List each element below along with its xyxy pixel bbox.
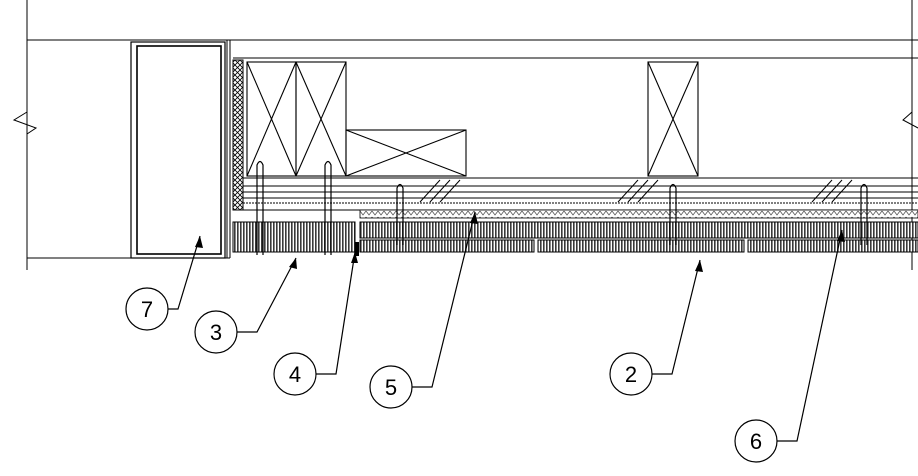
callout-6-label: 6: [750, 429, 762, 454]
fixing-screws: [256, 160, 868, 255]
callout-2-label: 2: [625, 362, 637, 387]
callout-4-bubble: [273, 352, 317, 396]
callout-5-label: 5: [385, 375, 397, 400]
callout-bubbles: [125, 287, 778, 463]
layer-break-marks: [419, 179, 853, 203]
timber-joists: [246, 61, 699, 177]
leader-lines: [168, 211, 843, 442]
ceiling-boards: [232, 221, 918, 253]
steel-column: [130, 40, 231, 259]
callout-2-bubble: [609, 352, 653, 396]
callout-4-label: 4: [289, 362, 301, 387]
leader-arrowheads: [195, 212, 845, 272]
callout-6-bubble: [734, 419, 778, 463]
callout-7-label: 7: [141, 297, 153, 322]
resilient-layer: [359, 209, 918, 219]
sealant-bead: [355, 242, 359, 256]
wall-insulation-strip: [232, 59, 244, 211]
ceiling-layers: [233, 57, 918, 211]
callout-7-bubble: [125, 287, 169, 331]
callout-3-label: 3: [210, 320, 222, 345]
callout-3-bubble: [194, 310, 238, 354]
callout-5-bubble: [369, 365, 413, 409]
callout-labels: 7 3 4 5 2 6: [141, 297, 762, 454]
